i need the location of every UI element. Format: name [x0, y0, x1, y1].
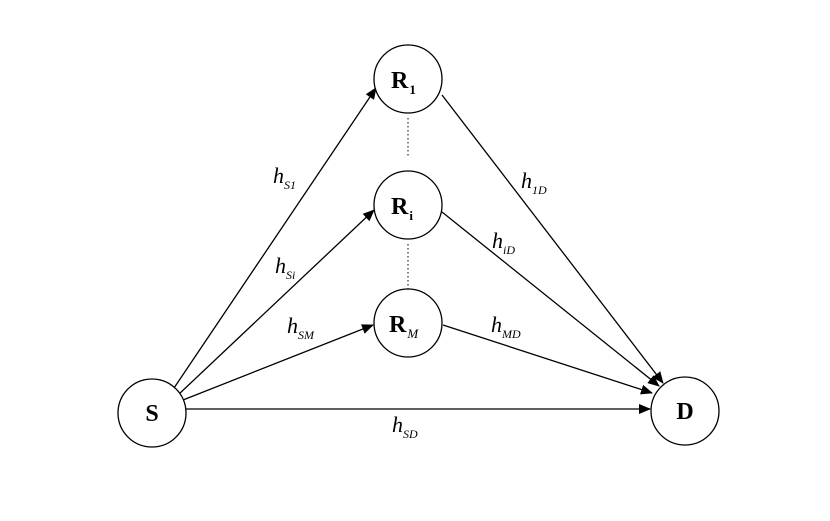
edge-s-r1 — [173, 87, 377, 389]
label-h-1d: h1D — [521, 168, 547, 197]
node-destination: D — [650, 376, 720, 446]
svg-text:R1: R1 — [391, 68, 416, 97]
edge-s-ri — [177, 209, 375, 396]
label-h-s1: hS1 — [273, 163, 296, 192]
label-h-sm: hSM — [287, 313, 315, 342]
svg-text:D: D — [676, 399, 693, 425]
svg-text:Ri: Ri — [391, 194, 413, 223]
node-rm: RM — [373, 288, 443, 358]
node-source: S — [117, 378, 187, 448]
edge-ri-d — [441, 211, 660, 387]
label-h-id: hiD — [492, 228, 515, 257]
edge-s-rm — [182, 324, 374, 401]
edge-r1-d — [441, 94, 664, 384]
svg-text:RM: RM — [389, 312, 419, 341]
label-h-md: hMD — [491, 312, 521, 341]
node-r1: R1 — [373, 44, 443, 114]
label-h-sd: hSD — [392, 412, 418, 441]
label-h-si: hSi — [275, 253, 295, 282]
node-ri: Ri — [373, 170, 443, 240]
svg-text:S: S — [145, 401, 158, 427]
edge-rm-d — [442, 324, 653, 395]
